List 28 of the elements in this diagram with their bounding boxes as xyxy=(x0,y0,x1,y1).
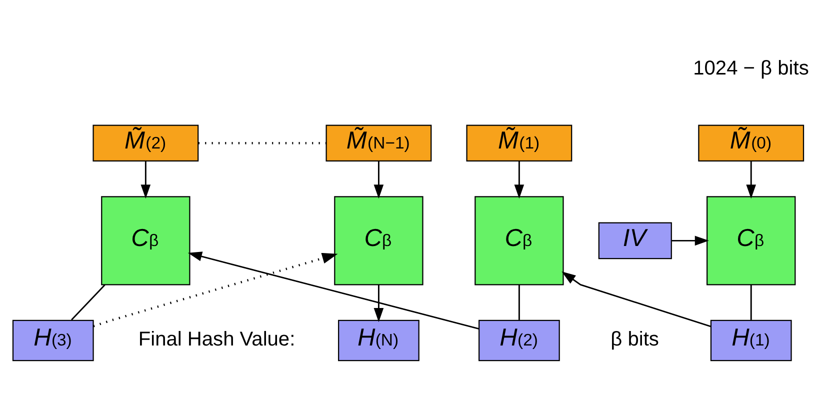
arrow xyxy=(514,161,524,199)
arrow xyxy=(374,161,384,199)
connector xyxy=(71,284,106,320)
arrow xyxy=(188,252,480,330)
node-box: H(2) xyxy=(478,320,560,362)
node-box: M̃(0) xyxy=(698,124,804,162)
node-box: Cβ xyxy=(101,196,190,286)
arrow xyxy=(93,252,338,328)
connector xyxy=(750,284,752,320)
arrow xyxy=(140,161,151,199)
node-box: M̃(2) xyxy=(92,124,199,162)
arrow xyxy=(374,284,384,322)
node-box: Cβ xyxy=(334,196,424,286)
node-box: H(3) xyxy=(12,320,94,362)
node-box: Cβ xyxy=(474,196,564,286)
arrow xyxy=(562,272,711,328)
arrow xyxy=(746,161,756,199)
arrow xyxy=(672,236,709,246)
label: 1024 − β bits xyxy=(693,57,809,80)
node-box: M̃(N−1) xyxy=(326,124,432,162)
node-box: Cβ xyxy=(706,196,796,286)
node-box: M̃(1) xyxy=(466,124,572,162)
node-box: H(1) xyxy=(710,320,792,362)
node-box: IV xyxy=(598,222,672,260)
node-label: Final Hash Value: xyxy=(138,328,296,350)
label: β bits xyxy=(610,328,659,350)
node-box: H(N) xyxy=(338,320,420,362)
connector xyxy=(518,284,520,320)
